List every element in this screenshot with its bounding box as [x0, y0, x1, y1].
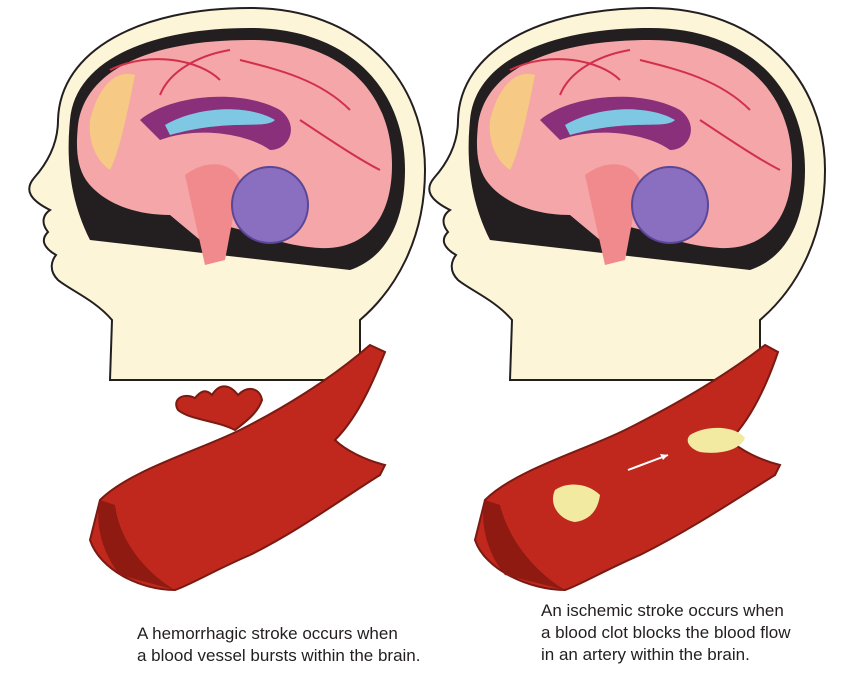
blocked-vessel: [473, 343, 782, 592]
arrow-icon: [627, 454, 669, 471]
caption-line: A hemorrhagic stroke occurs when: [137, 624, 398, 643]
caption-ischemic: An ischemic stroke occurs when a blood c…: [541, 600, 791, 666]
burst-vessel: [88, 343, 387, 592]
caption-line: An ischemic stroke occurs when: [541, 601, 784, 620]
clot: [552, 484, 600, 522]
caption-line: in an artery within the brain.: [541, 645, 750, 664]
head-ischemic: [428, 7, 826, 381]
head-hemorrhagic: [28, 7, 427, 381]
lodged-clot: [687, 427, 745, 453]
caption-hemorrhagic: A hemorrhagic stroke occurs when a blood…: [137, 623, 421, 667]
caption-line: a blood vessel bursts within the brain.: [137, 646, 421, 665]
caption-line: a blood clot blocks the blood flow: [541, 623, 791, 642]
